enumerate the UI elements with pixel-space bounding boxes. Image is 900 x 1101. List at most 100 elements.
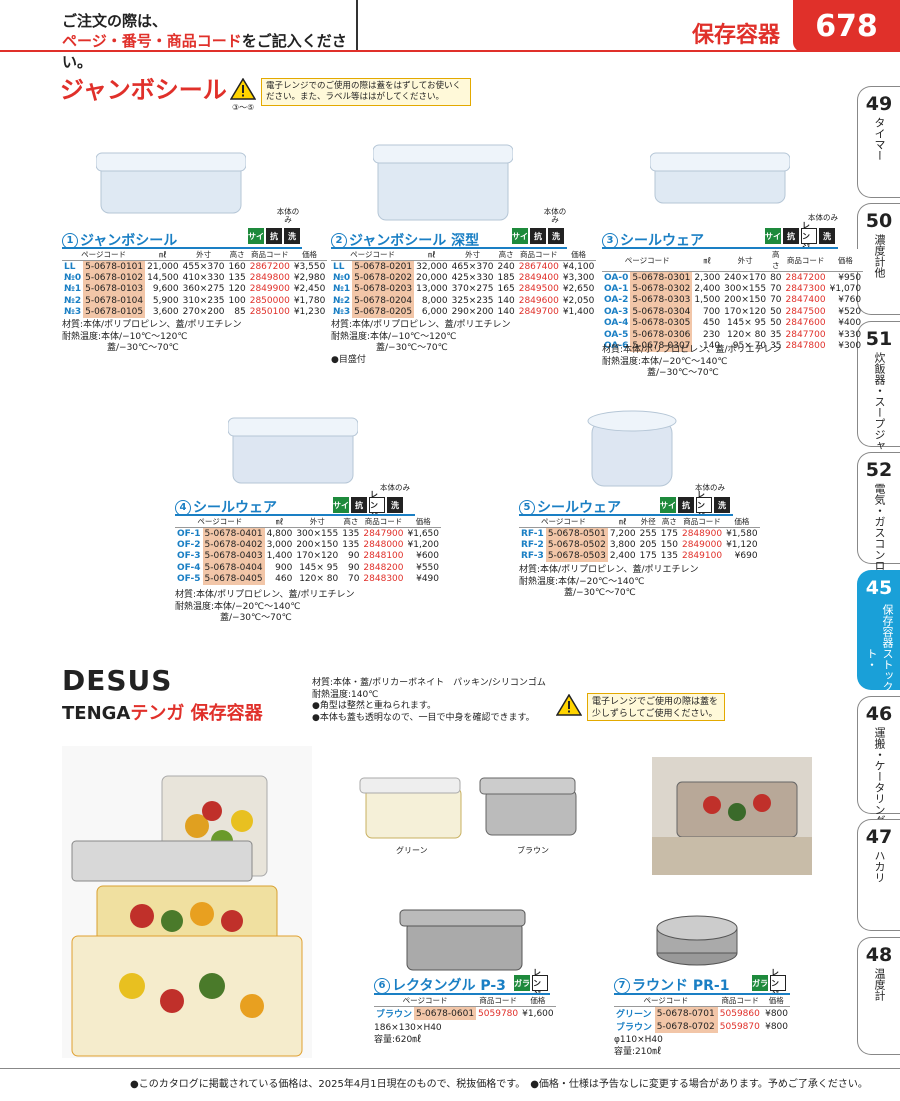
spec-line: 容量:210㎖	[614, 1046, 662, 1057]
microwave-note-2: 電子レンジでご使用の際は蓋を少しずらしてご使用ください。	[587, 693, 725, 721]
hontai-note: 本体のみ	[543, 207, 567, 225]
dishwasher-icon: 洗	[714, 497, 730, 513]
table-cell: ブラウン	[616, 1023, 653, 1033]
table-cell: 140	[497, 307, 515, 318]
table-cell: ¥1,070	[829, 283, 862, 294]
table-cell: 160	[228, 261, 246, 272]
table-cell: №0	[64, 272, 82, 283]
table-cell: 70	[347, 574, 360, 585]
table-cell: 5-0678-0102	[83, 272, 146, 284]
table-cell: 35	[770, 341, 782, 352]
dishwasher-icon: 洗	[819, 228, 835, 244]
table-cell: 5-0678-0203	[352, 283, 415, 295]
table-cell: 5-0678-0305	[630, 317, 693, 329]
table-header-cell: 価格	[560, 249, 597, 261]
tab-number: 52	[865, 459, 893, 481]
table-cell: 170×120	[296, 551, 339, 562]
table-cell: ¥400	[838, 318, 862, 329]
title-underline	[519, 514, 733, 516]
table-cell: 465×370	[451, 261, 494, 272]
product-name: ジャンボシール	[80, 233, 178, 249]
table-cell: 35	[770, 329, 782, 340]
table-cell: OA-5	[604, 329, 629, 340]
category-title: 保存容器	[692, 23, 781, 48]
table-cell: 460	[275, 574, 293, 585]
table-header-cell: 商品コード	[783, 249, 828, 272]
product-image-4	[228, 417, 358, 484]
table-cell: 270×200	[182, 307, 225, 318]
table-cell: 5-0678-0503	[545, 550, 608, 562]
table-cell: ¥490	[416, 574, 440, 585]
table-header-cell: 高さ	[658, 516, 680, 528]
table-cell: OF-1	[177, 528, 201, 539]
table-cell: OA-6	[604, 341, 629, 352]
table-cell: 3,600	[152, 307, 179, 318]
spec-line: 材質:本体/ポリプロピレン、蓋/ポリエチレン	[62, 320, 242, 330]
table-cell: 5-0678-0306	[630, 329, 693, 341]
table-cell: 5059860	[719, 1008, 760, 1019]
microwave-icon: レンジ	[801, 221, 817, 252]
table-cell: 2867200	[249, 261, 290, 272]
table-cell: 50	[770, 306, 782, 317]
table-cell: 5-0678-0403	[202, 550, 265, 562]
table-cell: 2850000	[249, 295, 290, 306]
spec-line: 材質:本体/ポリプロピレン、蓋/ポリエチレン	[519, 565, 699, 575]
table-cell: 145× 95	[299, 562, 339, 573]
table-cell: 310×235	[182, 295, 225, 306]
table-cell: ¥550	[416, 562, 440, 573]
table-cell: 2849500	[518, 284, 559, 295]
tab-number: 48	[865, 944, 893, 966]
table-cell: 5-0678-0204	[352, 295, 415, 307]
dishwasher-icon: 洗	[284, 228, 300, 244]
table-cell: LL	[333, 261, 345, 272]
table-header-cell: 商品コード	[247, 249, 292, 261]
tab-number: 49	[865, 93, 893, 115]
page-number: 678	[793, 0, 900, 52]
spec-line: 材質:本体・蓋/ポリカーボネイト パッキン/シリコンゴム	[312, 678, 546, 688]
table-cell: 205	[639, 539, 657, 550]
table-cell: 2849400	[518, 272, 559, 283]
table-cell: OA-3	[604, 306, 629, 317]
table-cell: 4,800	[266, 528, 293, 539]
table-cell: 2848900	[681, 528, 723, 539]
table-cell: 140	[702, 341, 721, 352]
glass-icon: ガラ	[752, 975, 768, 991]
table-cell: 325×235	[451, 295, 494, 306]
table-cell: 2847900	[363, 528, 404, 539]
table-cell: 6,000	[421, 307, 448, 318]
spec-line: 蓋/−30℃〜70℃	[62, 343, 179, 354]
feature-icons: サイ抗洗	[248, 228, 300, 244]
usage-photo	[652, 757, 812, 875]
tab-label: タイマー	[873, 117, 886, 161]
table-cell: 2,400	[694, 283, 721, 294]
title-underline	[62, 247, 302, 249]
product-name: ラウンド PR-1	[632, 978, 730, 994]
antifungal-icon: 抗	[678, 497, 694, 513]
footer-divider	[0, 1068, 900, 1069]
feature-icons: サイ抗レンジ洗	[660, 490, 730, 521]
table-cell: ¥2,450	[293, 284, 326, 295]
tab-49[interactable]: 49 タイマー	[857, 86, 900, 198]
table-cell: ¥760	[838, 295, 862, 306]
table-cell: 175	[660, 528, 678, 539]
table-cell: RF-2	[521, 539, 544, 550]
microwave-icon: レンジ	[532, 968, 548, 999]
